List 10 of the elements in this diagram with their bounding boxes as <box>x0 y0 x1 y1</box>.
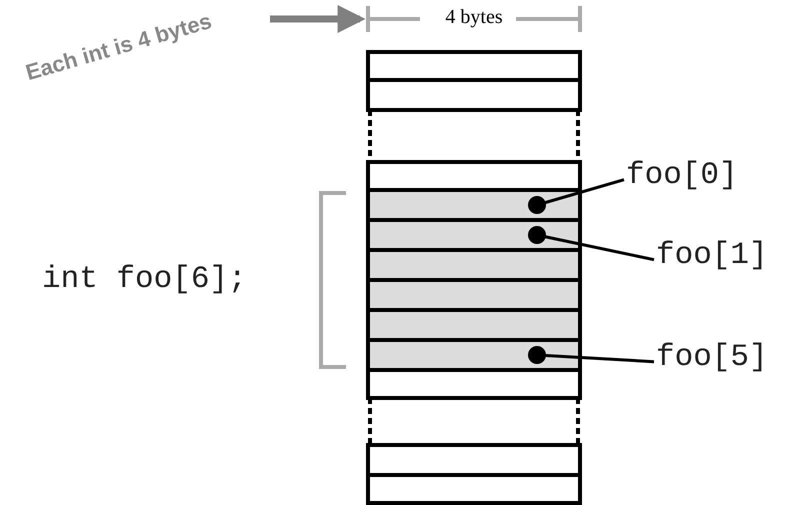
code-declaration: int foo[6]; <box>42 262 247 297</box>
leader-line <box>528 178 624 214</box>
element-label: foo[1] <box>656 238 768 273</box>
element-label: foo[0] <box>626 158 738 193</box>
dimension-label: 4 bytes <box>366 6 582 32</box>
leader-line <box>528 346 654 364</box>
arrow <box>270 5 366 33</box>
leader-line <box>528 226 654 262</box>
annotation-text: Each int is 4 bytes <box>22 8 215 86</box>
element-label: foo[5] <box>656 340 768 375</box>
